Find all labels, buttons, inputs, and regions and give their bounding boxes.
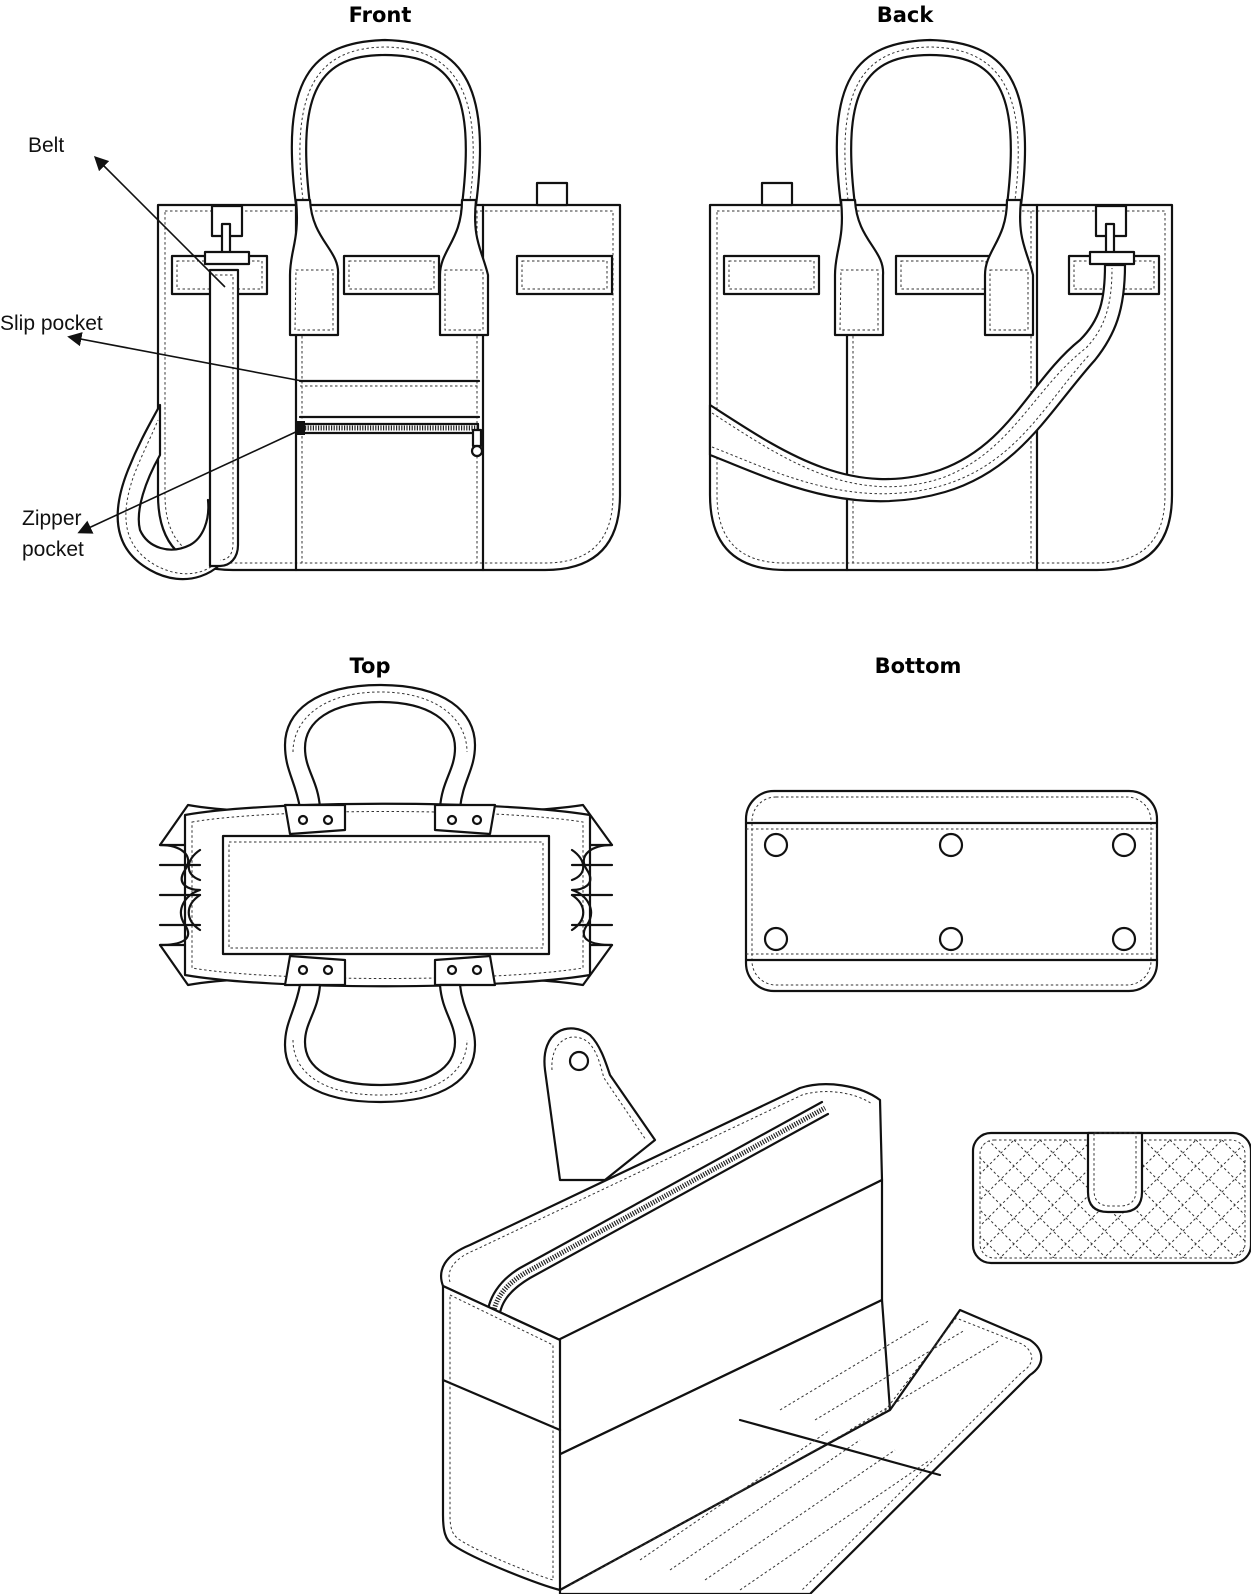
front-view-title: Front	[349, 3, 412, 27]
quilt-stitch-line	[1195, 1140, 1245, 1258]
callout-belt: Belt	[28, 134, 64, 157]
top-view	[158, 683, 614, 1104]
quilt-stitch-line	[980, 1140, 1093, 1258]
top-view-title: Top	[350, 654, 391, 678]
quilt-stitch-line	[1143, 1140, 1245, 1258]
quilt-stitch-line	[1117, 1140, 1245, 1258]
callout-slip-pocket: Slip pocket	[0, 312, 103, 335]
quilt-stitch-line	[1091, 1140, 1223, 1258]
open-wallet-view	[440, 1027, 1043, 1594]
callout-zipper-pocket-line1: Zipper	[22, 507, 82, 530]
quilt-stitch-line	[1221, 1140, 1245, 1258]
front-view	[67, 38, 622, 581]
quilt-stitch-line	[987, 1140, 1119, 1258]
quilt-stitch-line	[980, 1140, 1067, 1258]
bottom-view	[744, 789, 1159, 993]
quilt-stitch-line	[1221, 1140, 1245, 1258]
quilt-stitch-line	[1195, 1140, 1245, 1258]
back-view-title: Back	[877, 3, 935, 27]
quilt-stitch-line	[1169, 1140, 1245, 1258]
back-view	[708, 38, 1174, 572]
quilted-card-wallet	[971, 1131, 1251, 1265]
bottom-view-title: Bottom	[875, 654, 962, 678]
quilt-stitch-line	[1013, 1140, 1145, 1258]
callout-zipper-pocket-line2: pocket	[22, 538, 84, 561]
